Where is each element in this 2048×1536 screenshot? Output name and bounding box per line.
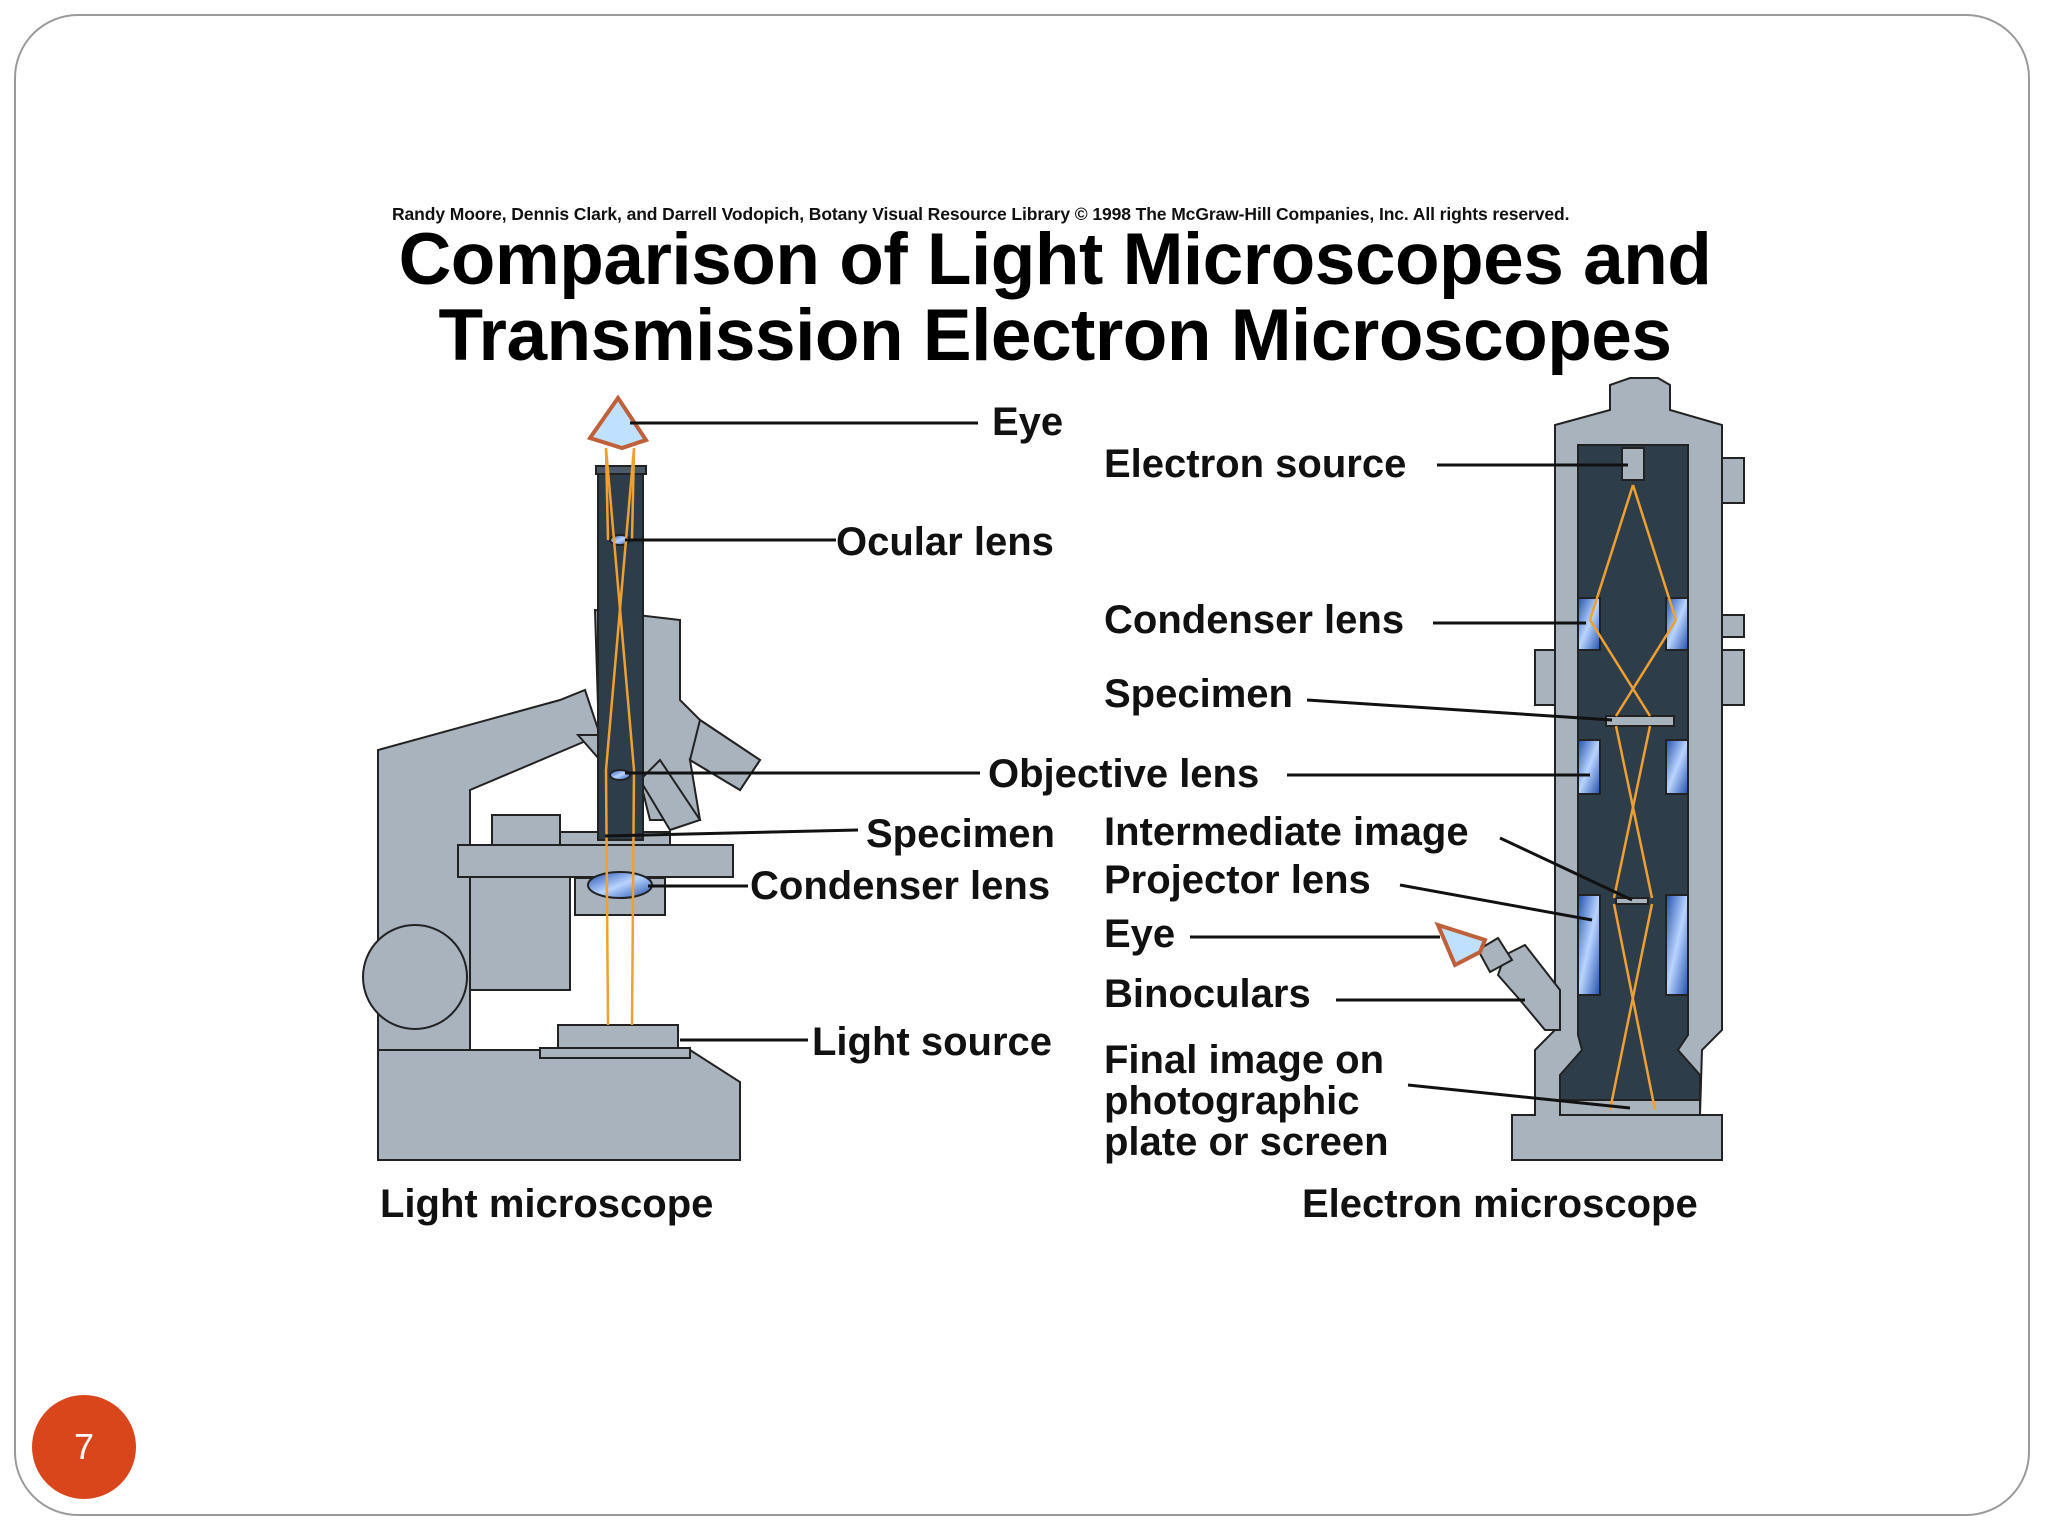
lm-light-beam — [604, 447, 636, 1026]
credit-line: Randy Moore, Dennis Clark, and Darrell V… — [392, 204, 1570, 224]
lm-light-source-base — [539, 1047, 691, 1059]
em-side-knob-1 — [1721, 457, 1745, 504]
lm-condenser-lens — [587, 871, 653, 899]
em-projector-lens-right — [1665, 894, 1689, 996]
em-condenser-lens-right — [1665, 597, 1689, 651]
em-intermediate-image — [1615, 897, 1649, 905]
lm-stage-support — [469, 859, 571, 991]
page-title: Comparison of Light Microscopes and Tran… — [350, 222, 1760, 374]
lm-label-specimen: Specimen — [866, 812, 1055, 856]
lm-tube-top — [595, 465, 647, 475]
em-label-electron-source: Electron source — [1104, 442, 1407, 486]
light-microscope — [362, 394, 762, 1161]
em-binocular-eyepiece — [1476, 936, 1514, 974]
em-eye-icon — [1434, 921, 1488, 968]
lm-label-ocular-lens: Ocular lens — [836, 520, 1054, 564]
em-caption: Electron microscope — [1302, 1182, 1698, 1226]
lm-label-light-source: Light source — [812, 1020, 1053, 1064]
lm-stage — [457, 844, 734, 878]
lm-leaders — [604, 421, 980, 1042]
em-binoculars — [1496, 943, 1561, 1031]
em-label-final-image: Final image on photographic plate or scr… — [1104, 1040, 1389, 1163]
lm-body-tube — [597, 469, 644, 841]
em-electron-beam — [1588, 484, 1678, 1111]
lm-light-source-block — [557, 1024, 679, 1051]
em-label-eye: Eye — [1104, 912, 1176, 956]
em-final-image-line-2: photographic — [1104, 1079, 1360, 1123]
page-number-badge: 7 — [32, 1395, 136, 1499]
em-specimen-stage — [1605, 715, 1675, 727]
em-objective-lens-right — [1665, 739, 1689, 795]
em-side-knob-2 — [1721, 614, 1745, 638]
em-side-knob-4 — [1534, 649, 1556, 706]
lm-label-objective-lens: Objective lens — [988, 752, 1260, 796]
lm-focus-knob — [362, 924, 468, 1030]
lm-eye-icon — [586, 394, 650, 451]
em-side-knob-3 — [1721, 649, 1745, 706]
lm-base — [377, 1049, 741, 1161]
em-label-binoculars: Binoculars — [1104, 972, 1311, 1016]
em-projector-lens-left — [1577, 894, 1601, 996]
em-label-condenser-lens: Condenser lens — [1104, 598, 1405, 642]
lm-label-eye: Eye — [992, 400, 1064, 444]
electron-microscope — [1434, 377, 1745, 1161]
em-objective-lens-left — [1577, 739, 1601, 795]
title-line-1: Comparison of Light Microscopes and — [398, 219, 1712, 300]
title-line-2: Transmission Electron Microscopes — [438, 295, 1672, 376]
em-label-specimen: Specimen — [1104, 672, 1293, 716]
em-label-intermediate-image: Intermediate image — [1104, 810, 1469, 854]
em-final-image-line-1: Final image on — [1104, 1038, 1385, 1082]
lm-stage-clip — [491, 814, 561, 846]
lm-label-condenser-lens: Condenser lens — [750, 864, 1051, 908]
em-label-projector-lens: Projector lens — [1104, 858, 1371, 902]
em-final-image-line-3: plate or screen — [1104, 1120, 1389, 1164]
lm-caption: Light microscope — [380, 1182, 714, 1226]
lm-objective-1 — [688, 718, 762, 792]
em-leaders — [1190, 463, 1633, 1110]
